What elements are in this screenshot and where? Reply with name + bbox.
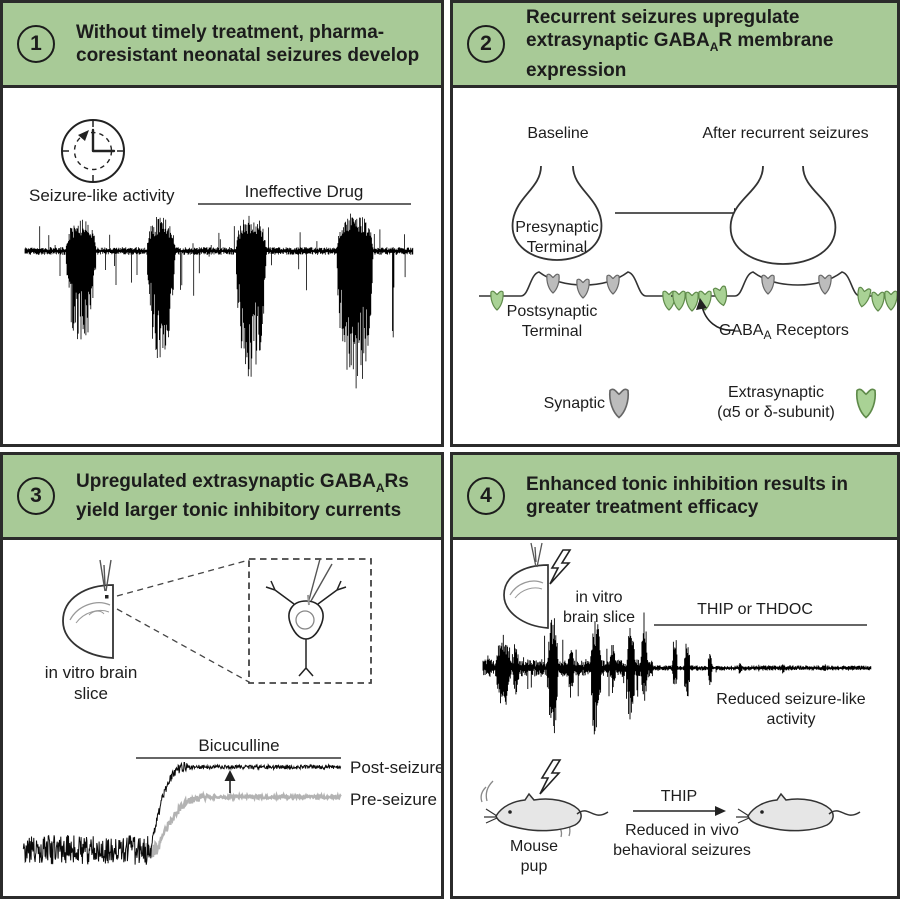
synaptic-receptor-icon [606,274,620,295]
seizure-trace [24,213,414,389]
seizure-activity-label: Seizure-like activity [29,186,175,205]
clock-icon [61,119,125,183]
magnifier-lines [116,559,250,683]
legend-synaptic-receptor-icon [608,388,630,419]
thip-thdoc-label: THIP or THDOC [697,601,813,618]
extrasynaptic-receptor-icon [685,291,699,312]
in-vitro-brain-slice-label: in vitro brain slice [562,589,636,626]
panel2: 2 Recurrent seizures upregulate extrasyn… [450,0,900,447]
panel4-header: 4 Enhanced tonic inhibition results in g… [453,455,897,540]
legend-extrasynaptic-receptor-icon [855,388,877,419]
legend-synaptic-label: Synaptic [543,395,605,412]
tonic-trace-pre-seizure [139,790,342,860]
panel4-content: in vitro brain slice THIP or THDOC Reduc… [453,540,897,893]
panel3-title: Upregulated extrasynaptic GABAARs yield … [76,470,409,522]
panel3-header: 3 Upregulated extrasynaptic GABAARs yiel… [3,455,441,540]
neuron-icon [265,558,347,677]
bicuculline-label: Bicuculline [198,736,280,755]
extrasynaptic-receptor-icon [884,290,897,311]
lightning-icon [549,549,571,585]
mouse-pup-seizing-icon [483,793,609,832]
increase-arrow-icon [224,770,236,793]
mouse-pup-label: Mouse pup [509,838,559,875]
presynaptic-terminal-shape [511,165,603,261]
panel3-art [22,558,372,865]
panel1-title: Without timely treatment, pharma-coresis… [76,22,420,66]
synapse-baseline [479,165,693,311]
extrasynaptic-receptor-icon [672,290,686,311]
panel2-header: 2 Recurrent seizures upregulate extrasyn… [453,3,897,88]
thip-arrow-icon [633,806,726,816]
synaptic-receptor-icon [546,273,560,294]
magnifier-dashed-box [248,558,372,684]
synaptic-receptor-icon [576,278,590,299]
synapse-after-seizures [671,165,897,312]
brain-slice-icon [503,542,549,629]
post-seizure-label: Post-seizure [350,758,441,777]
panel2-content: Baseline After recurrent seizures Presyn… [453,88,897,441]
gaba-receptors-label: GABAA Receptors [719,322,849,343]
panel4: 4 Enhanced tonic inhibition results in g… [450,452,900,899]
panel1: 1 Without timely treatment, pharma-cores… [0,0,444,447]
pre-seizure-label: Pre-seizure [350,790,437,809]
shake-marks [480,780,494,803]
pipette-icon [530,542,543,568]
reduced-activity-label: Reduced seizure-like activity [716,691,866,728]
transition-arrow-icon [615,208,746,218]
presynaptic-terminal-label: Presynaptic Terminal [515,219,599,256]
synaptic-receptor-icon [818,274,832,295]
panel4-art [480,542,872,838]
panel1-art [24,119,414,389]
clock-arrowhead-icon [78,130,89,141]
postsynaptic-terminal-label: Postsynaptic Terminal [506,303,598,340]
postsynaptic-membrane [671,271,897,297]
panel2-art [479,165,897,419]
tonic-trace-post-seizure [22,761,342,865]
panel2-title: Recurrent seizures upregulate extrasynap… [526,7,834,81]
panel2-number-badge: 2 [467,25,505,63]
after-seizures-label: After recurrent seizures [702,125,869,142]
panel3-content: in vitro brain slice Bicuculline Post-se… [3,540,441,893]
reduced-in-vivo-label: Reduced in vivo behavioral seizures [613,822,751,859]
baseline-label: Baseline [527,125,589,142]
receptor-pointer-arrow-icon [696,298,736,331]
patch-pipette-icon [308,558,333,602]
brain-slice-icon [62,559,114,659]
legend-extrasynaptic-label: Extrasynaptic (α5 or δ-subunit) [717,384,835,421]
thip-label: THIP [660,788,698,805]
panel4-number-badge: 4 [467,477,505,515]
panel1-number-badge: 1 [17,25,55,63]
panel3-number-badge: 3 [17,477,55,515]
panel4-title: Enhanced tonic inhibition results in gre… [526,474,848,518]
panel1-header: 1 Without timely treatment, pharma-cores… [3,3,441,88]
extrasynaptic-receptor-icon [871,291,885,312]
synaptic-receptor-icon [761,274,775,295]
extrasynaptic-receptor-icon [855,286,872,309]
pipette-icon [99,559,112,592]
treated-seizure-trace [482,612,872,735]
in-vitro-brain-slice-label: in vitro brain slice [44,663,138,703]
panel1-content: Seizure-like activity Ineffective Drug [3,88,441,441]
lightning-icon [539,759,561,795]
panel3: 3 Upregulated extrasynaptic GABAARs yiel… [0,452,444,899]
ineffective-drug-label: Ineffective Drug [244,182,364,201]
extrasynaptic-receptor-icon [712,285,731,308]
presynaptic-terminal-shape [729,165,837,265]
